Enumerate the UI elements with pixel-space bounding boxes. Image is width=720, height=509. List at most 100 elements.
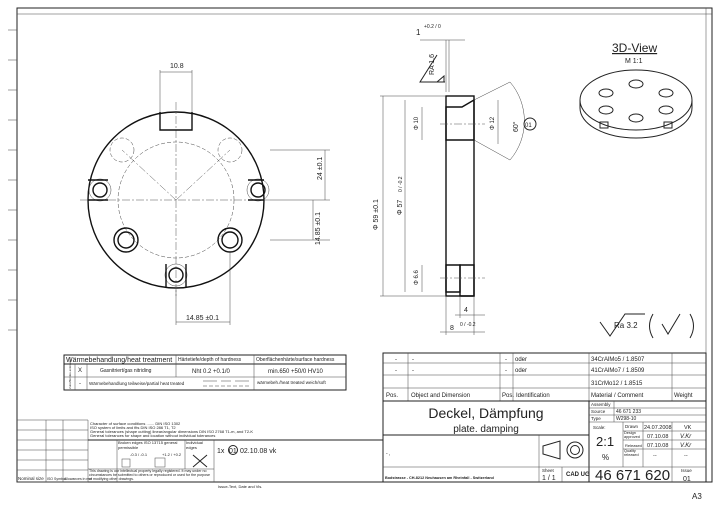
svg-text:01: 01 [229, 448, 237, 455]
svg-text:02.10.08 vk: 02.10.08 vk [240, 448, 277, 455]
svg-text:-: - [79, 381, 81, 387]
roughness-ra-1-6: RA 1.6 [429, 54, 436, 75]
svg-text:34CrAlMo5 / 1.8507: 34CrAlMo5 / 1.8507 [591, 357, 645, 363]
svg-text:V.Kr: V.Kr [680, 443, 692, 449]
svg-text:46 671 233: 46 671 233 [616, 409, 641, 415]
svg-text:-: - [505, 368, 507, 374]
svg-text:Released: Released [625, 443, 642, 448]
hole-left [88, 178, 112, 202]
svg-text:Pos.: Pos. [502, 393, 514, 399]
part-title-de: Deckel, Dämpfung [428, 405, 543, 421]
svg-text:31CrMo12 / 1.8515: 31CrMo12 / 1.8515 [591, 381, 643, 387]
dim-dia-12: Φ 12 [490, 116, 496, 130]
svg-text:-: - [412, 357, 414, 363]
svg-text:Oberflächenhärte/surface hardn: Oberflächenhärte/surface hardness [256, 357, 335, 363]
svg-text:1x: 1x [217, 448, 225, 455]
issue-marker: 01 [525, 123, 532, 129]
svg-text:Zutreffendes ankreuzen: Zutreffendes ankreuzen [68, 357, 72, 389]
svg-text:Assembly: Assembly [591, 402, 611, 407]
svg-text:Wärmebehandlung/heat treatment: Wärmebehandlung/heat treatment [66, 357, 172, 364]
dim-dia-10: Φ 10 [414, 116, 420, 130]
svg-text:-: - [395, 368, 397, 374]
general-notes-block: Nominal size ISO Symbol Allowances in mm… [17, 419, 383, 489]
individual-edges-note: Individual edges [186, 441, 203, 450]
hole-right [246, 178, 270, 202]
hole-top-slot [159, 112, 193, 131]
svg-text:Scale:: Scale: [593, 425, 606, 430]
svg-text:ISO Symbol: ISO Symbol [47, 477, 66, 481]
svg-text:Bodstrasse - CH-8212 Neuhausen: Bodstrasse - CH-8212 Neuhausen am Rheinf… [385, 476, 495, 480]
dim-dia-57: Φ 57 [397, 200, 404, 215]
zone-ticks [8, 29, 17, 331]
quality-released-label: Quality released [624, 449, 639, 458]
heat-treatment-table: Wärmebehandlung/heat treatment Härtetief… [63, 354, 347, 391]
dim-thickness-1: 1 [416, 28, 421, 37]
svg-text:oder: oder [515, 357, 527, 363]
svg-text:Type: Type [591, 416, 601, 421]
sheet-format: A3 [692, 492, 702, 501]
drawing-frame [16, 7, 713, 483]
dim-thickness-8-tolerance: 0 / -0.2 [460, 322, 476, 328]
svg-text:W298-10: W298-10 [616, 416, 637, 422]
svg-text:Identification: Identification [516, 393, 550, 399]
svg-text:oder: oder [515, 368, 527, 374]
sheet-number: 1 / 1 [542, 475, 556, 482]
dim-thickness-8: 8 [450, 325, 454, 332]
svg-text:Pos.: Pos. [386, 393, 398, 399]
scale-value: 2:1 [596, 434, 614, 449]
dim-pitch-24: 24 ±0.1 [317, 157, 324, 180]
hole-bottom [164, 263, 188, 288]
dim-depth-4: 4 [464, 307, 468, 314]
svg-text:CAD UG: CAD UG [566, 472, 590, 478]
svg-text:wärmebeh./heat treated weich/s: wärmebeh./heat treated weich/soft [257, 380, 327, 385]
hole-top-right [217, 137, 243, 163]
design-approved-label: Design approved [624, 431, 640, 440]
svg-text:Sheet: Sheet [542, 468, 555, 473]
svg-text:Drawn: Drawn [625, 424, 639, 429]
svg-text:Gasnitriert/gas nitriding: Gasnitriert/gas nitriding [100, 368, 152, 374]
issue-number: 01 [683, 476, 691, 483]
drawing-number: 46 671 620 [595, 467, 670, 484]
3d-view: 3D-View M 1:1 [579, 41, 693, 139]
title-block: Deckel, Dämpfung plate. damping - , Asse… [382, 400, 707, 501]
svg-text:Härtetiefe/depth of hardness: Härtetiefe/depth of hardness [178, 357, 242, 363]
3d-view-scale: M 1:1 [625, 58, 643, 65]
hole-bottom-left [113, 227, 139, 253]
svg-text:Material / Comment: Material / Comment [591, 393, 644, 399]
svg-text:--: -- [653, 453, 657, 459]
svg-text:General tolerances for shape a: General tolerances for shape and locatio… [90, 433, 215, 438]
parts-list: - - - oder 34CrAlMo5 / 1.8507 - - - oder… [382, 352, 707, 402]
3d-view-title: 3D-View [612, 41, 657, 55]
svg-text:Character of surface condition: Character of surface conditions ....... … [90, 421, 181, 426]
svg-text:Issue: Issue [681, 468, 692, 473]
svg-text:-: - [395, 357, 397, 363]
dim-pitch-14-85-vertical: 14.85 ±0.1 [315, 212, 322, 245]
svg-text:Wärmebehandlung teilweise/part: Wärmebehandlung teilweise/partial heat t… [89, 381, 185, 386]
svg-text:Nht 0.2 +0.1/0: Nht 0.2 +0.1/0 [192, 369, 231, 375]
dim-slot-width: 10.8 [170, 63, 184, 70]
svg-text:07.10.08: 07.10.08 [647, 434, 668, 440]
svg-text:-: - [505, 357, 507, 363]
section-view: Φ 59 ±0.1 Φ 57 0 / -0.2 Φ 10 Φ 12 Φ 6.6 … [373, 24, 537, 335]
svg-text:min.650 +50/0 HV10: min.650 +50/0 HV10 [268, 369, 324, 375]
svg-text:Source: Source [591, 409, 606, 414]
svg-text:+1.2 / +0.2: +1.2 / +0.2 [162, 452, 182, 457]
dim-pitch-14-85-horizontal: 14.85 ±0.1 [186, 315, 219, 322]
svg-text:Allowances in mm: Allowances in mm [64, 477, 92, 481]
part-title-en: plate. damping [453, 424, 519, 435]
svg-text:- ,: - , [386, 451, 390, 457]
svg-text:Weight: Weight [674, 393, 693, 399]
hole-top-left [109, 137, 135, 163]
svg-text:07.10.08: 07.10.08 [647, 443, 668, 449]
svg-text:Nominal size: Nominal size [18, 476, 44, 481]
svg-text:--: -- [684, 453, 688, 459]
svg-text:-: - [412, 368, 414, 374]
svg-text:24.07.2008: 24.07.2008 [644, 425, 672, 431]
projection-symbol-icon [542, 440, 584, 460]
svg-text:X: X [78, 368, 82, 374]
svg-text:V.Kr: V.Kr [680, 434, 692, 440]
svg-text:-0.3 / -0.1: -0.3 / -0.1 [130, 452, 148, 457]
svg-text:41CrAlMo7 / 1.8509: 41CrAlMo7 / 1.8509 [591, 368, 645, 374]
dim-dia-57-tolerance: 0 / -0.2 [398, 176, 404, 192]
